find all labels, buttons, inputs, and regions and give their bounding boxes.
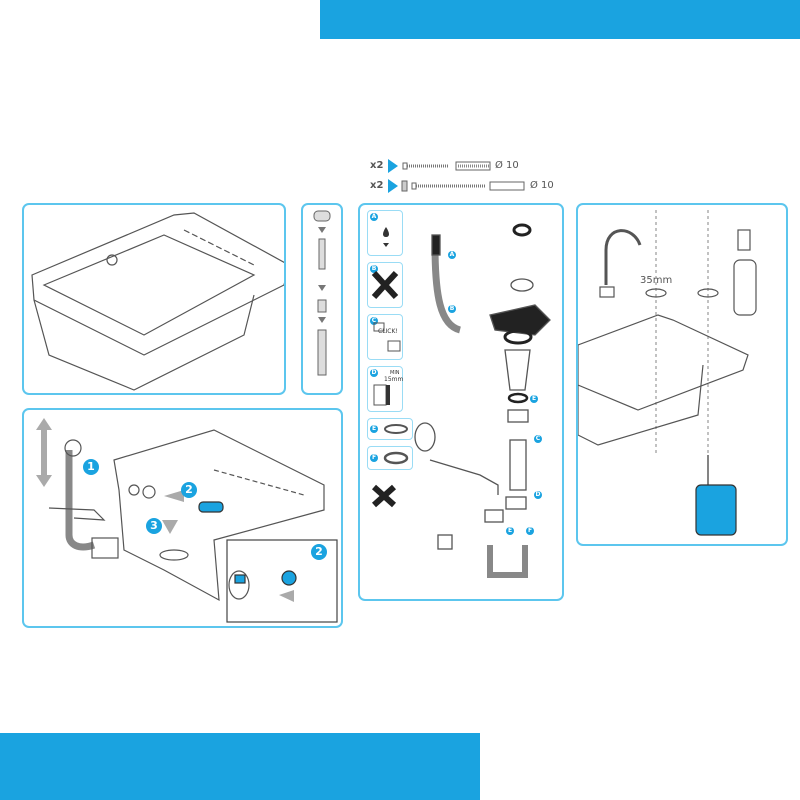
- part-label: E: [506, 527, 514, 535]
- cross-icon: [371, 270, 399, 300]
- cross-icon: [371, 484, 397, 508]
- sink-illustration: [31, 212, 284, 391]
- step-c-box: C CLICK!: [367, 314, 403, 360]
- part-label: B: [370, 265, 378, 273]
- part-label: D: [370, 369, 378, 377]
- faucet-install-panel: 35mm: [576, 203, 788, 546]
- drill-icon: [695, 484, 737, 536]
- connector-icon: [373, 322, 401, 352]
- washer-icon: [384, 424, 408, 434]
- hardware-row-2: x2 Ø 10: [370, 178, 560, 194]
- part-label: F: [526, 527, 534, 535]
- sink-overview-panel: [22, 203, 286, 395]
- screw-icon: [388, 179, 525, 193]
- hole-diameter-label: 35mm: [640, 275, 673, 286]
- faucet-illustration: [578, 210, 757, 536]
- hardware-row-1: x2 Ø 10: [370, 158, 560, 174]
- step-number-2: 2: [181, 482, 197, 498]
- step-f-box: F: [367, 446, 413, 470]
- rotate-icon: [697, 288, 719, 298]
- min-value: 15mm: [384, 376, 404, 383]
- screw-icon: [388, 159, 491, 173]
- part-label: B: [448, 305, 456, 313]
- water-drop-icon: [383, 227, 389, 247]
- top-header-band: [320, 0, 800, 39]
- min-label: MIN: [390, 370, 400, 376]
- seal-ring-icon: [383, 451, 409, 465]
- step-a-box: A: [367, 210, 403, 256]
- quantity-label: x2: [370, 180, 384, 191]
- quantity-label: x2: [370, 160, 384, 171]
- part-label: E: [530, 395, 538, 403]
- part-label: D: [534, 491, 542, 499]
- step-b-box: B: [367, 262, 403, 308]
- step-number-1: 1: [83, 459, 99, 475]
- bottom-footer-band: [0, 733, 480, 800]
- diameter-label: Ø 10: [530, 180, 554, 191]
- part-label: A: [448, 251, 456, 259]
- wall-fixing-panel: [301, 203, 343, 395]
- part-label: C: [370, 317, 378, 325]
- detail-step-number-2: 2: [311, 544, 327, 560]
- part-label: F: [370, 454, 378, 462]
- part-label: C: [534, 435, 542, 443]
- drain-assembly-panel: A B C CLICK! D MIN 15mm E F: [358, 203, 564, 601]
- part-label: A: [370, 213, 378, 221]
- diameter-label: Ø 10: [495, 160, 519, 171]
- click-label: CLICK!: [378, 328, 398, 335]
- part-label: E: [370, 425, 378, 433]
- overflow-assembly-panel: 1 2 3 2: [22, 408, 343, 628]
- overflow-illustration: [36, 418, 338, 623]
- step-e-box: E: [367, 418, 413, 440]
- rotate-icon: [645, 288, 667, 298]
- step-d-box: D MIN 15mm: [367, 366, 403, 412]
- drain-parts-illustration: [371, 223, 551, 578]
- wall-fixing-illustration: [313, 210, 331, 376]
- nut-icon: [373, 384, 390, 406]
- step-number-3: 3: [146, 518, 162, 534]
